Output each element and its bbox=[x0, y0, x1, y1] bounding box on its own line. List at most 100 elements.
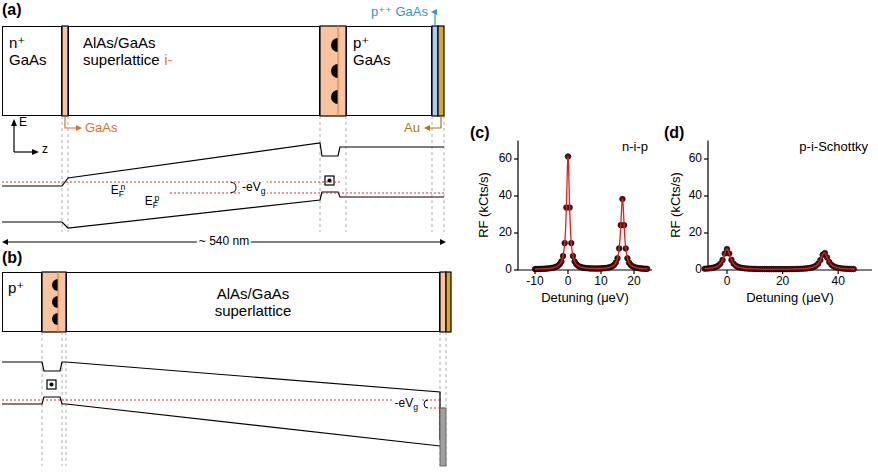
fermi-level-label: EFn bbox=[109, 184, 127, 197]
panel-letter: (d) bbox=[664, 124, 684, 142]
axis-tick bbox=[514, 232, 518, 233]
fermi-level bbox=[2, 181, 340, 182]
guide-line bbox=[68, 116, 69, 232]
bias-bracket bbox=[424, 400, 428, 408]
fit-curve bbox=[535, 156, 647, 269]
spectrum-plot bbox=[514, 141, 652, 275]
schottky-metal bbox=[440, 408, 446, 466]
tick-label: 20 bbox=[689, 226, 702, 239]
doping-label: i- bbox=[164, 51, 172, 68]
callout-leader bbox=[65, 12, 441, 128]
text-part: g bbox=[413, 402, 418, 412]
guide-line bbox=[42, 332, 43, 466]
node-text-block: AlAs/GaAs superlatticei- bbox=[83, 34, 201, 69]
superlattice-layer: AlAs/GaAs superlatticei- bbox=[68, 26, 320, 116]
text-part: -eV bbox=[395, 396, 414, 410]
doped-layer: p⁺ GaAs bbox=[346, 26, 432, 116]
arrow-head bbox=[76, 125, 82, 131]
arrow-head bbox=[431, 9, 437, 15]
quantum-dot bbox=[58, 272, 59, 332]
axis-label: z bbox=[42, 143, 48, 156]
layer-callout: GaAs bbox=[85, 121, 118, 135]
axis-title: Detuning (μeV) bbox=[746, 291, 834, 305]
fermi-level bbox=[2, 399, 440, 400]
tick-label: 20 bbox=[499, 226, 512, 239]
fermi-level bbox=[2, 400, 446, 408]
callout-leader bbox=[430, 116, 441, 128]
guide-line bbox=[444, 116, 445, 232]
axis-tick bbox=[567, 270, 568, 274]
text-part: n bbox=[120, 182, 125, 192]
axis-label: E bbox=[19, 116, 27, 129]
plot-axis bbox=[708, 141, 872, 271]
band-edge bbox=[325, 176, 334, 185]
tick-label: 40 bbox=[832, 275, 845, 288]
thin-layer bbox=[42, 272, 451, 332]
quantum-dot bbox=[52, 279, 58, 291]
panel-letter: (a) bbox=[2, 1, 22, 19]
layer-callout: p⁺⁺ GaAs bbox=[371, 5, 428, 19]
text-part: E bbox=[145, 194, 153, 208]
axis-tick bbox=[704, 195, 708, 196]
tick-label: 20 bbox=[627, 275, 640, 288]
tick-label: 40 bbox=[499, 189, 512, 202]
guide-line bbox=[66, 332, 67, 466]
energy-axis bbox=[13, 125, 14, 152]
text-part: g bbox=[261, 186, 266, 196]
thin-layer bbox=[42, 272, 66, 332]
axis-tick bbox=[726, 270, 727, 274]
tick-label: 0 bbox=[505, 263, 512, 276]
panel-letter: (b) bbox=[2, 249, 22, 267]
quantum-dot bbox=[52, 313, 58, 325]
tick-label: 0 bbox=[695, 263, 702, 276]
axis-tick bbox=[633, 270, 634, 274]
plot-legend-text: n-i-p bbox=[622, 140, 648, 154]
thin-layer bbox=[432, 26, 438, 116]
guide-line bbox=[62, 116, 444, 232]
arrow-head bbox=[32, 149, 39, 155]
callout-leader bbox=[65, 116, 77, 128]
bias-bracket bbox=[424, 400, 428, 408]
bias-label: -eVg bbox=[240, 181, 267, 194]
axis-title: RF (kCts/s) bbox=[477, 172, 491, 238]
doped-layer: p⁺ bbox=[2, 272, 42, 332]
guide-line bbox=[62, 116, 63, 232]
layer-label: p⁺ bbox=[8, 279, 24, 296]
arrow-head bbox=[424, 125, 430, 131]
quantum-dot bbox=[331, 26, 338, 116]
dimension-label: ~ 540 nm bbox=[197, 235, 251, 248]
layer-label: AlAs/GaAs superlattice bbox=[215, 285, 292, 319]
thin-layer bbox=[320, 26, 346, 116]
doped-layer: n⁺ GaAs bbox=[2, 26, 62, 116]
tick-label: 60 bbox=[689, 152, 702, 165]
text-part: p bbox=[154, 193, 159, 203]
tick-label: 0 bbox=[565, 275, 572, 288]
quantum-dot bbox=[52, 272, 58, 332]
energy-axis bbox=[14, 151, 33, 152]
tick-label: 20 bbox=[776, 275, 789, 288]
spectrum-plot bbox=[702, 141, 872, 275]
bias-label: -eVg bbox=[393, 397, 420, 410]
dimension-line bbox=[2, 239, 8, 245]
axis-title: Detuning (μeV) bbox=[541, 291, 629, 305]
band-edge bbox=[2, 143, 444, 228]
tick-label: 40 bbox=[689, 189, 702, 202]
fermi-level bbox=[170, 192, 444, 193]
fermi-level-label: EFp bbox=[143, 195, 161, 208]
bias-bracket bbox=[231, 183, 236, 193]
bias-bracket bbox=[231, 183, 236, 193]
layer-label: p⁺ GaAs bbox=[353, 34, 391, 68]
axis-title: RF (kCts/s) bbox=[669, 172, 683, 238]
thin-layer bbox=[62, 26, 444, 116]
axis-tick bbox=[514, 195, 518, 196]
tick-label: 0 bbox=[724, 275, 731, 288]
plot-axis bbox=[518, 141, 652, 271]
node-text-block: p⁺ bbox=[8, 279, 40, 296]
quantum-dot bbox=[338, 26, 339, 116]
band-edge bbox=[2, 397, 440, 446]
quantum-dot bbox=[331, 64, 338, 78]
quantum-dot bbox=[52, 296, 58, 308]
axis-tick bbox=[514, 269, 518, 270]
